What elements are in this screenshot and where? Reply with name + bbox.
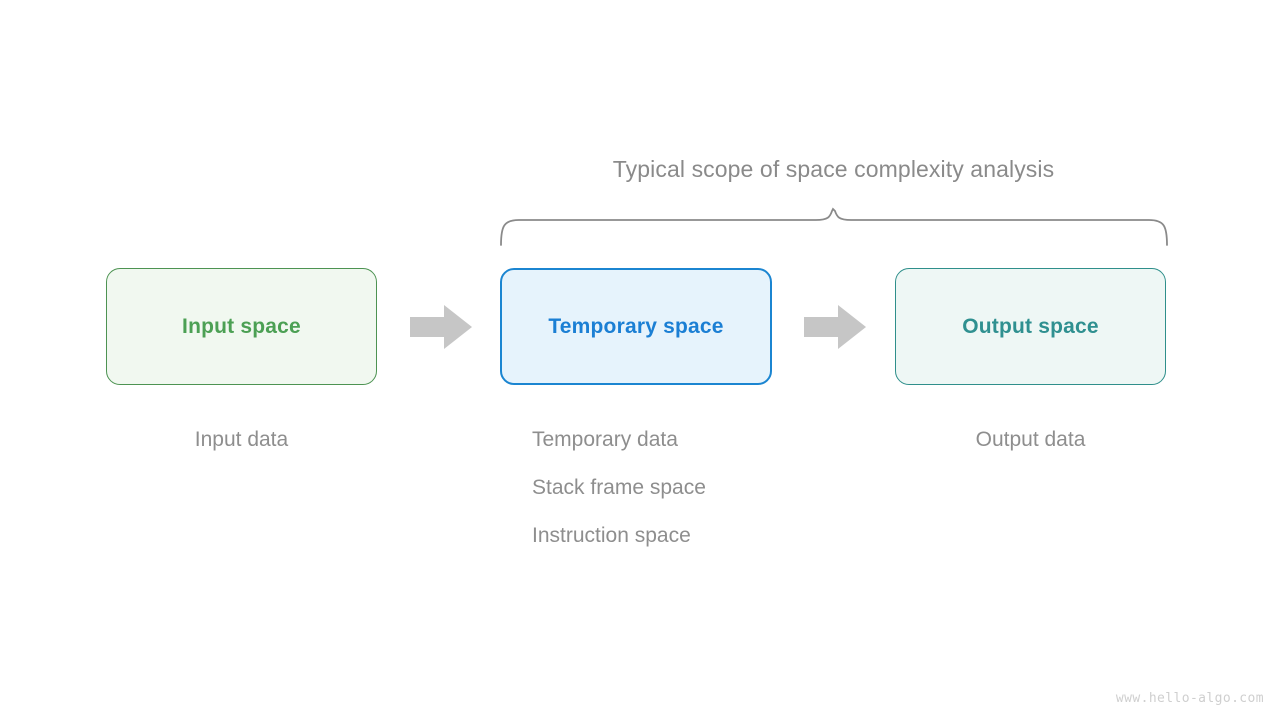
scope-brace bbox=[500, 207, 1168, 246]
box-temporary-space[interactable]: Temporary space bbox=[500, 268, 772, 385]
caption-temporary-data: Temporary data bbox=[532, 428, 678, 451]
box-temporary-space-label: Temporary space bbox=[548, 314, 724, 338]
box-input-space-label: Input space bbox=[182, 314, 301, 338]
arrow-right-icon bbox=[410, 305, 472, 349]
box-output-space-label: Output space bbox=[962, 314, 1099, 338]
caption-list-temporary: Temporary data Stack frame space Instruc… bbox=[532, 416, 706, 560]
caption-input-data: Input data bbox=[194, 428, 289, 451]
scope-title: Typical scope of space complexity analys… bbox=[612, 156, 1055, 182]
box-input-space[interactable]: Input space bbox=[106, 268, 377, 385]
caption-stack-frame-space: Stack frame space bbox=[532, 476, 706, 499]
caption-instruction-space: Instruction space bbox=[532, 524, 691, 547]
caption-output-data: Output data bbox=[975, 428, 1086, 451]
box-output-space[interactable]: Output space bbox=[895, 268, 1166, 385]
arrow-right-icon bbox=[804, 305, 866, 349]
watermark: www.hello-algo.com bbox=[1115, 691, 1264, 706]
